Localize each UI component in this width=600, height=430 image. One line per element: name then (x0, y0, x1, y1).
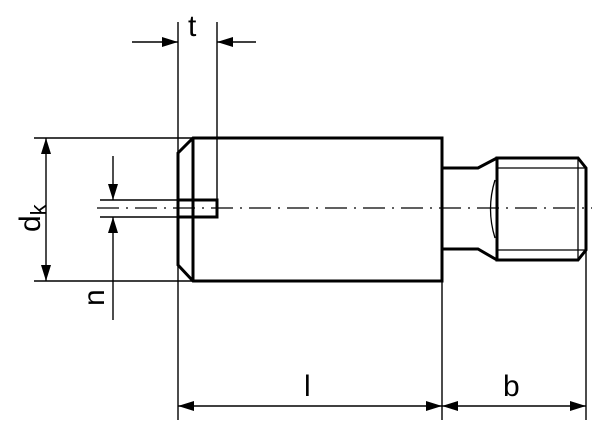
b-label: b (503, 370, 520, 403)
n-label: n (78, 289, 111, 306)
l-arrow-left (178, 401, 194, 411)
b-arrow-right (570, 401, 586, 411)
neck-top (442, 156, 498, 170)
n-arrow-top (108, 184, 118, 200)
slot (178, 198, 219, 219)
svg-text:dk: dk (14, 203, 51, 232)
l-arrow-right (426, 401, 442, 411)
thread-outline (495, 156, 588, 262)
dk-arrow-top (41, 138, 51, 154)
t-arrow-right (217, 37, 233, 47)
undercut-arc (489, 179, 496, 239)
t-arrow-left (162, 37, 178, 47)
neck-bottom (442, 247, 498, 262)
n-arrow-bottom (108, 217, 118, 233)
dk-label: dk (14, 203, 51, 232)
svg-text:n: n (78, 289, 111, 306)
dk-arrow-bottom (41, 265, 51, 281)
b-arrow-left (442, 401, 458, 411)
t-label: t (188, 10, 197, 43)
l-label: l (304, 370, 311, 403)
